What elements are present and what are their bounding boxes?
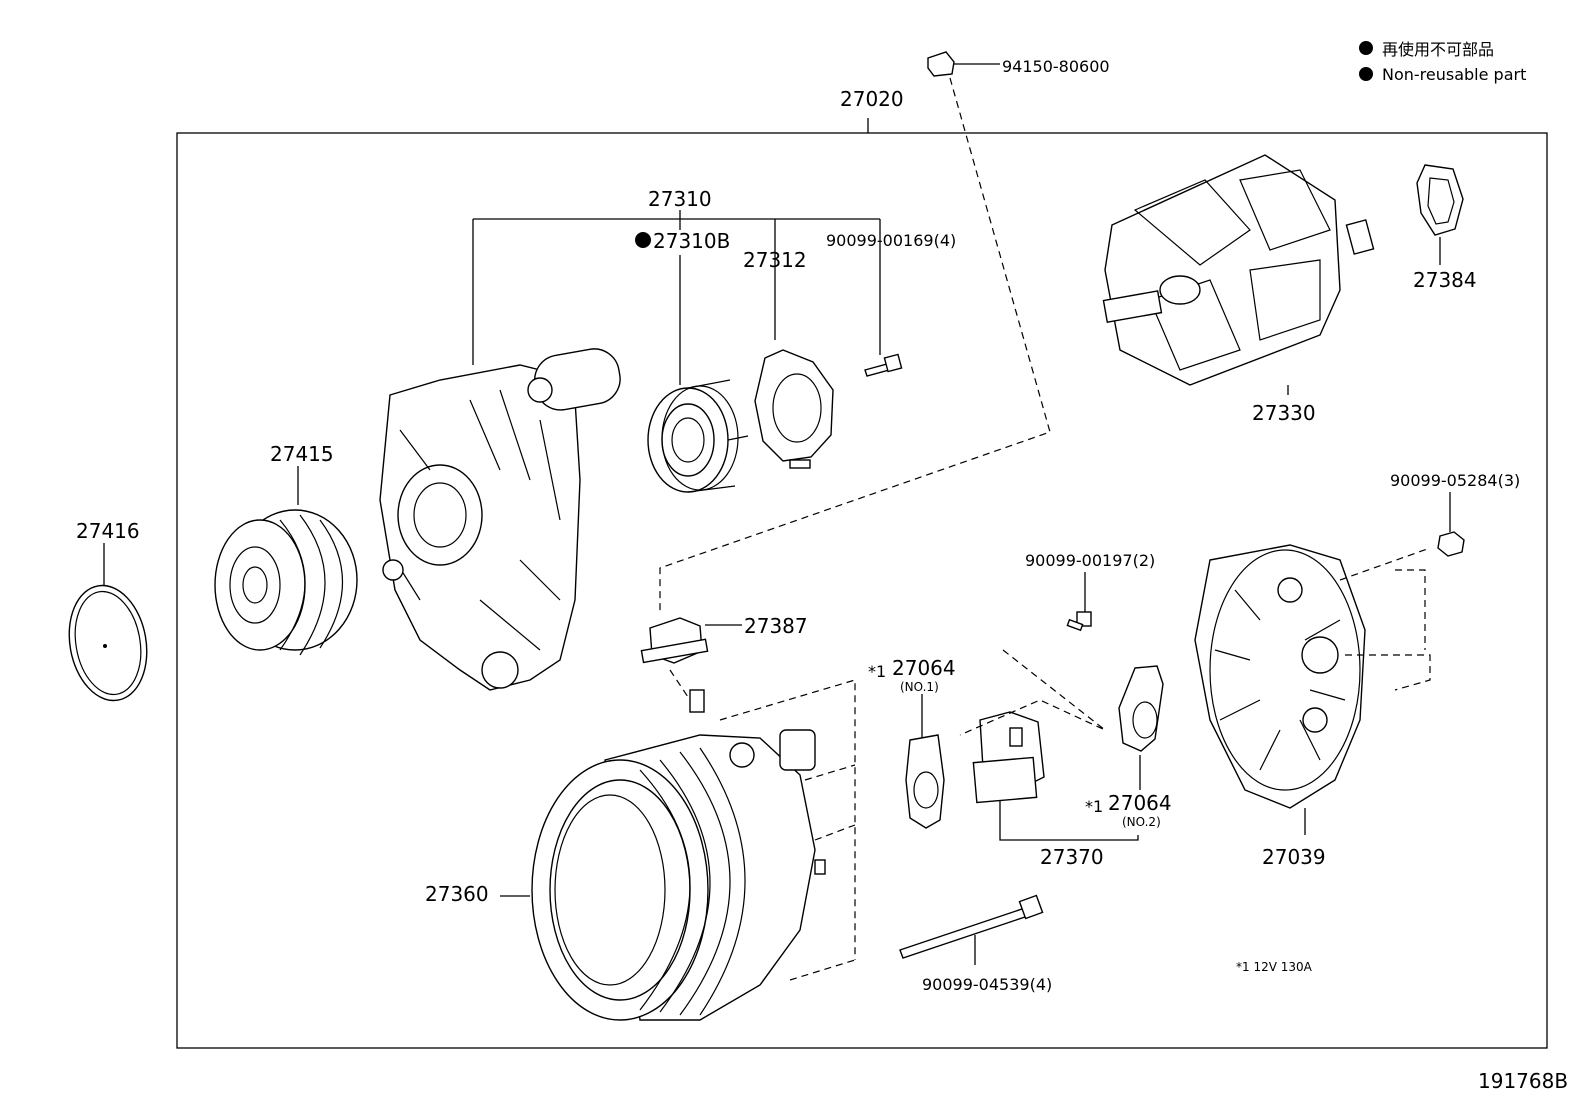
gasket-27384: 27384 (1413, 164, 1477, 292)
label-90099-05284[interactable]: 90099-05284(3) (1390, 471, 1520, 490)
bolt-90099-04539: 90099-04539(4) (899, 894, 1052, 994)
bearing-27310B (647, 379, 749, 493)
label-94150-80600[interactable]: 94150-80600 (1002, 57, 1110, 76)
label-27064-no1-sub: (NO.1) (900, 680, 939, 694)
label-27310[interactable]: 27310 (648, 187, 712, 211)
legend-en: Non-reusable part (1382, 65, 1526, 84)
cover-27416: 27416 (68, 519, 148, 702)
drive-end-frame (379, 348, 621, 691)
nut-94150: 94150-80600 (927, 51, 1110, 77)
assembly-frame (176, 132, 1548, 1049)
label-27384[interactable]: 27384 (1413, 268, 1477, 292)
spec-note: *1 12V 130A (1236, 960, 1313, 974)
label-27312[interactable]: 27312 (743, 248, 807, 272)
label-90099-00169[interactable]: 90099-00169(4) (826, 231, 956, 250)
star1: *1 (868, 662, 886, 681)
stator-27360: 27360 (425, 729, 826, 1021)
plate-27064-no2: *1 27064 (NO.2) (1085, 665, 1172, 829)
non-reusable-dot-icon (635, 232, 651, 248)
bolt-90099-00197: 90099-00197(2) (1025, 551, 1155, 632)
brush-holder-27370: 27370 (972, 711, 1139, 869)
retainer-plate-27312 (754, 349, 834, 469)
label-27370[interactable]: 27370 (1040, 845, 1104, 869)
label-27020[interactable]: 27020 (840, 87, 904, 111)
non-reusable-dot-icon (1359, 41, 1373, 55)
pulley-27415: 27415 (214, 442, 358, 656)
non-reusable-dot-icon (1359, 67, 1373, 81)
label-27064-no1[interactable]: 27064 (892, 656, 956, 680)
plug-27387: 27387 (640, 614, 808, 713)
label-27387[interactable]: 27387 (744, 614, 808, 638)
label-27416[interactable]: 27416 (76, 519, 140, 543)
label-27360[interactable]: 27360 (425, 882, 489, 906)
rear-cover-27039: 27039 (1194, 544, 1366, 869)
star2: *1 (1085, 797, 1103, 816)
label-27064-no2-sub: (NO.2) (1122, 815, 1161, 829)
nut-90099-05284: 90099-05284(3) (1390, 471, 1520, 557)
label-90099-04539[interactable]: 90099-04539(4) (922, 975, 1052, 994)
bolt-90099-00169 (864, 353, 903, 377)
plate-27064-no1: *1 27064 (NO.1) (868, 656, 956, 829)
label-27039[interactable]: 27039 (1262, 845, 1326, 869)
label-27415[interactable]: 27415 (270, 442, 334, 466)
legend: 再使用不可部品 Non-reusable part (1359, 40, 1526, 84)
label-27064-no2[interactable]: 27064 (1108, 791, 1172, 815)
bracket-27310: 27310 27310B 27312 90099-00169(4) (472, 187, 956, 385)
label-27310B[interactable]: 27310B (653, 229, 730, 253)
label-27330[interactable]: 27330 (1252, 401, 1316, 425)
label-90099-00197[interactable]: 90099-00197(2) (1025, 551, 1155, 570)
rotor-27330: 27330 (1102, 154, 1375, 425)
legend-jp: 再使用不可部品 (1382, 40, 1494, 59)
figure-number: 191768B (1478, 1069, 1568, 1093)
